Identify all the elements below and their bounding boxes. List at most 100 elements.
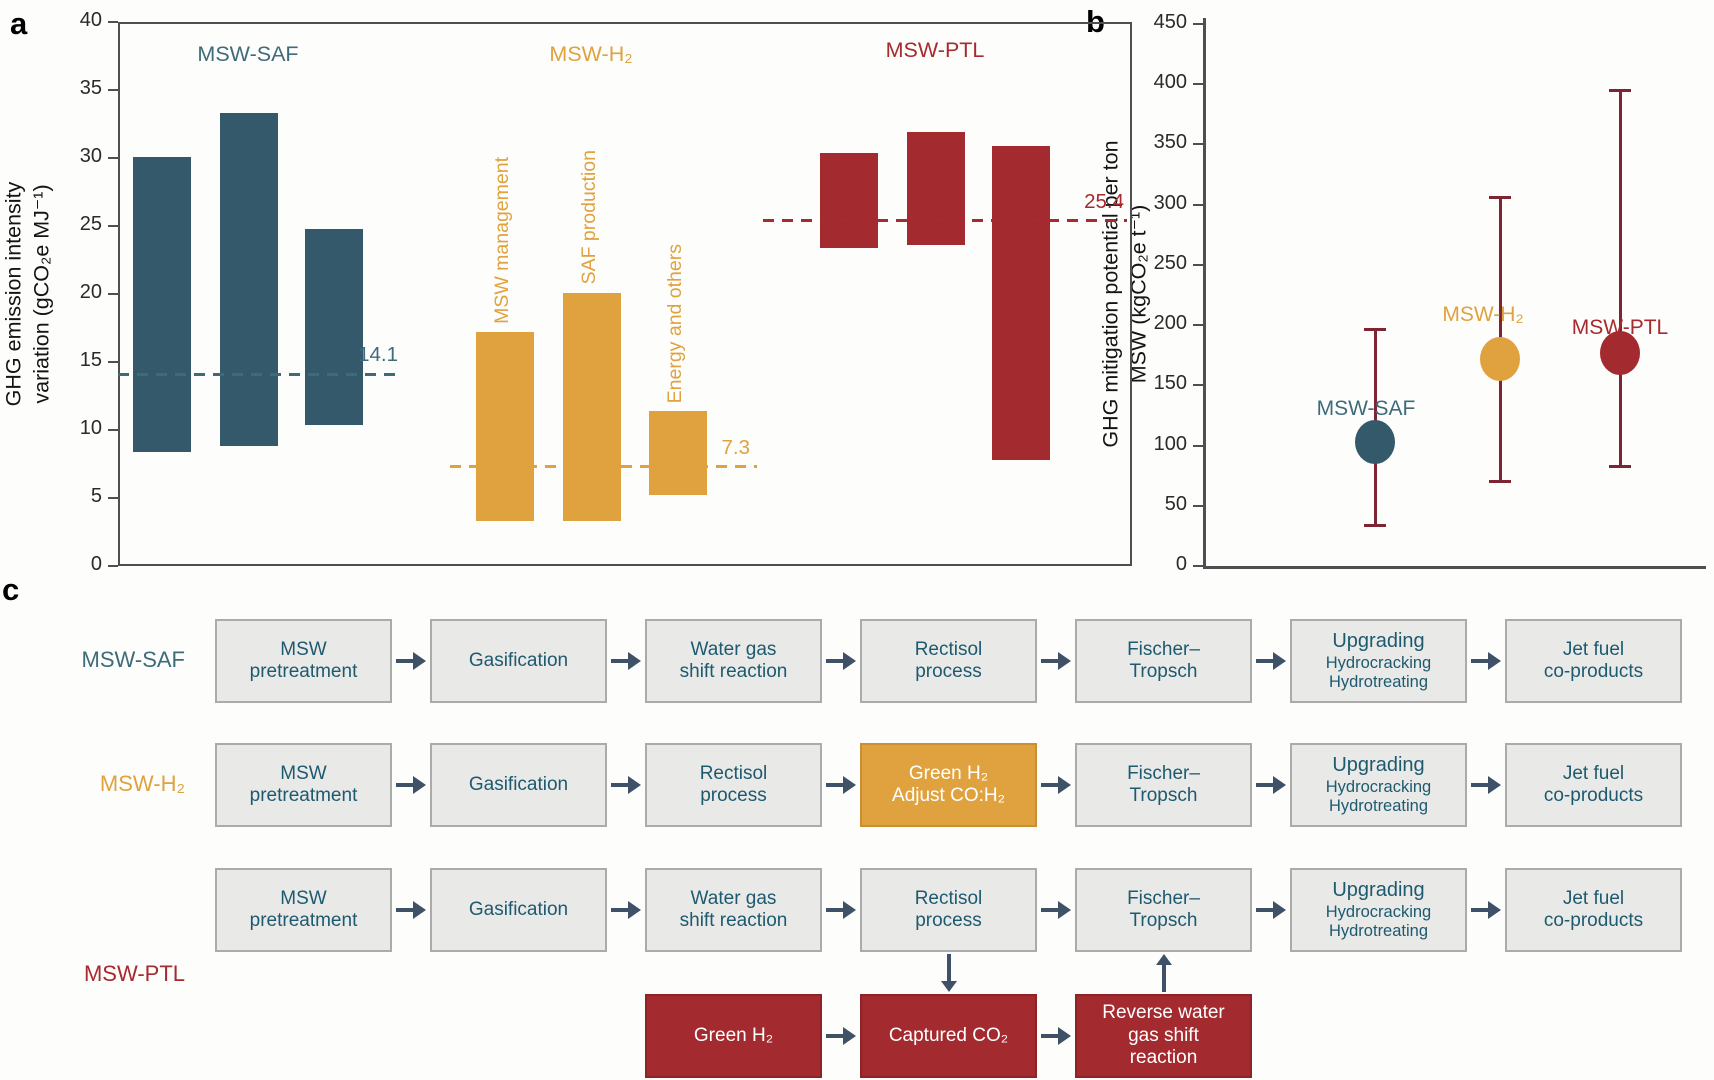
baseline-value-label-MSW-SAF: 14.1 (358, 343, 398, 367)
flow-arrow-right (611, 659, 628, 663)
panel-b-y-tick-label: 150 (1153, 372, 1187, 395)
flow-arrow-right (1471, 659, 1488, 663)
flow-arrowhead-right (1273, 901, 1286, 919)
process-box-subtitle: Hydrocracking Hydrotreating (1325, 777, 1432, 815)
errorbar-cap-bottom-MSW-SAF (1364, 524, 1386, 528)
panel-a-y-axis-title: GHG emission intensity variation (gCO₂e … (0, 0, 56, 614)
errorbar-line-MSW-PTL (1618, 90, 1622, 468)
panel-b-y-tick (1193, 324, 1203, 327)
flow-arrowhead-right (1058, 1027, 1071, 1045)
flow-arrow-down (946, 954, 951, 981)
panel-a-y-tick-label: 20 (79, 281, 102, 303)
flow-arrow-right (1471, 783, 1488, 787)
panel-a-y-tick (108, 293, 118, 295)
panel-b-y-tick (1193, 203, 1203, 206)
data-point-MSW-SAF (1355, 419, 1395, 464)
process-box: Green H₂ (645, 994, 822, 1078)
data-point-MSW-H₂ (1480, 336, 1520, 381)
panel-a-y-tick (108, 157, 118, 159)
process-box: Gasification (430, 868, 607, 952)
panel-a-y-tick (108, 361, 118, 363)
process-box: Gasification (430, 743, 607, 827)
flow-arrowhead-right (628, 776, 641, 794)
panel-b-y-tick-label: 300 (1153, 191, 1187, 214)
bar-category-label: Energy and others (664, 243, 686, 403)
flow-arrow-right (1041, 659, 1058, 663)
flow-row-label-MSW-H₂: MSW-H₂ (99, 771, 185, 796)
flow-arrow-right (1256, 783, 1273, 787)
panel-b-y-tick (1193, 83, 1203, 86)
flow-arrow-right (611, 908, 628, 912)
baseline-dashed-line-MSW-PTL (763, 219, 1127, 223)
process-box-subtitle: Hydrocracking Hydrotreating (1325, 653, 1432, 691)
flow-arrow-right (396, 783, 413, 787)
point-label-MSW-PTL: MSW-PTL (1571, 316, 1669, 339)
flow-arrow-right (396, 659, 413, 663)
process-box-title: Upgrading (1332, 879, 1425, 902)
group-title-MSW-SAF: MSW-SAF (197, 42, 299, 66)
panel-b-y-tick-label: 0 (1175, 553, 1187, 575)
flow-arrowhead-right (843, 1027, 856, 1045)
flow-arrow-right (826, 1034, 843, 1038)
panel-a-y-tick-label: 10 (79, 417, 102, 439)
flow-arrowhead-right (1273, 776, 1286, 794)
baseline-value-label-MSW-PTL: 25.4 (1084, 189, 1124, 213)
range-bar-MSW-H₂-3 (649, 410, 707, 496)
baseline-value-label-MSW-H₂: 7.3 (721, 435, 751, 459)
process-box: Fischer– Tropsch (1075, 743, 1252, 827)
panel-b-y-tick (1193, 23, 1203, 25)
process-box-subtitle: Hydrocracking Hydrotreating (1325, 902, 1432, 940)
flow-arrow-right (1256, 659, 1273, 663)
errorbar-cap-bottom-MSW-H₂ (1489, 479, 1511, 483)
panel-b-y-tick-label: 200 (1153, 312, 1187, 335)
process-box: Jet fuel co-products (1505, 619, 1682, 703)
panel-a-y-tick (108, 497, 118, 499)
flow-arrowhead-up (1155, 954, 1172, 965)
panel-b-label: b (1086, 4, 1105, 39)
panel-a-y-tick-label: 5 (90, 485, 102, 507)
baseline-dashed-line-MSW-SAF (118, 372, 400, 376)
flow-arrowhead-right (1058, 776, 1071, 794)
flow-arrowhead-right (628, 652, 641, 670)
flow-arrowhead-right (1058, 652, 1071, 670)
flow-arrowhead-right (1488, 652, 1501, 670)
panel-b-y-tick (1193, 504, 1203, 507)
panel-a-label: a (10, 6, 28, 41)
process-box: Jet fuel co-products (1505, 868, 1682, 952)
process-box: Rectisol process (645, 743, 822, 827)
bar-category-label: MSW management (491, 157, 513, 325)
panel-a-y-tick (108, 225, 118, 227)
flow-arrowhead-right (1058, 901, 1071, 919)
panel-a-y-tick (108, 565, 118, 567)
process-box: Water gas shift reaction (645, 619, 822, 703)
flow-arrowhead-right (413, 776, 426, 794)
process-box: MSW pretreatment (215, 743, 392, 827)
range-bar-MSW-SAF-1 (133, 156, 191, 452)
process-box: Rectisol process (860, 868, 1037, 952)
panel-b-y-tick-label: 250 (1153, 251, 1187, 274)
flow-arrow-right (396, 908, 413, 912)
process-box: Rectisol process (860, 619, 1037, 703)
process-box: Captured CO₂ (860, 994, 1037, 1078)
flow-row-label-MSW-SAF: MSW-SAF (81, 647, 185, 672)
panel-c-label: c (2, 572, 20, 607)
process-box: Water gas shift reaction (645, 868, 822, 952)
group-title-MSW-PTL: MSW-PTL (885, 38, 985, 62)
process-box-title: Upgrading (1332, 754, 1425, 777)
flow-arrow-right (1041, 783, 1058, 787)
flow-arrowhead-down (940, 981, 957, 992)
panel-b-y-tick-label: 100 (1153, 432, 1187, 455)
process-box: Fischer– Tropsch (1075, 868, 1252, 952)
panel-a-y-tick (108, 89, 118, 91)
group-title-MSW-H₂: MSW-H₂ (549, 42, 633, 66)
panel-a-y-tick-label: 15 (79, 349, 102, 371)
errorbar-cap-top-MSW-PTL (1609, 89, 1631, 93)
panel-a-y-tick-label: 40 (79, 9, 102, 31)
range-bar-MSW-PTL-2 (907, 132, 965, 246)
process-box: MSW pretreatment (215, 868, 392, 952)
range-bar-MSW-PTL-1 (820, 152, 878, 248)
panel-b-y-tick (1193, 444, 1203, 447)
panel-b-y-tick-label: 50 (1164, 492, 1187, 515)
